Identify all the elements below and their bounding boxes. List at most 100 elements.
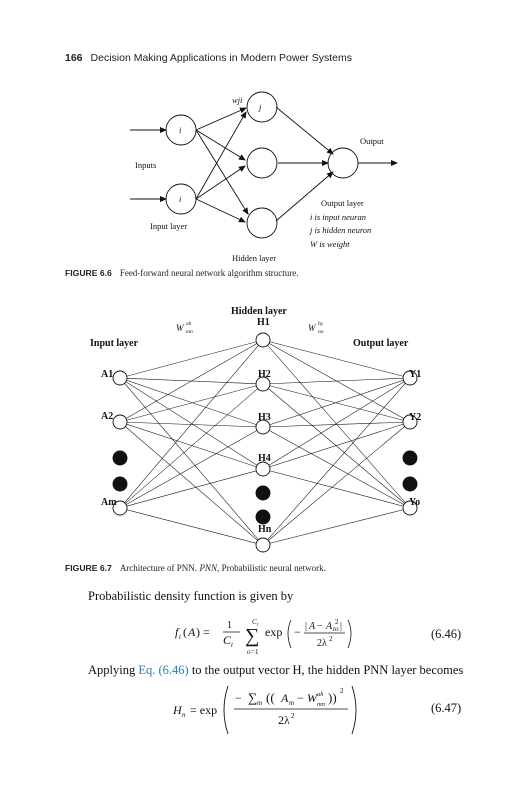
hidden-node — [255, 332, 271, 348]
label-hn: Hn — [258, 524, 272, 535]
connection — [262, 421, 411, 546]
svg-text:1: 1 — [227, 620, 232, 631]
svg-text:o: o — [247, 648, 251, 656]
svg-text:t: t — [231, 641, 234, 649]
svg-text:n: n — [182, 711, 186, 719]
svg-text:=1: =1 — [251, 648, 259, 656]
svg-text:−: − — [235, 691, 242, 705]
ellipsis-dot — [402, 450, 418, 466]
caption-label: FIGURE 6.7 — [65, 563, 112, 573]
caption-label: FIGURE 6.6 — [65, 268, 112, 278]
hidden-neuron — [246, 207, 278, 239]
svg-text:m: m — [257, 699, 262, 707]
caption-abbr: PNN, — [199, 563, 220, 573]
hidden-node — [255, 376, 271, 392]
svg-text:A: A — [280, 691, 289, 705]
connection — [262, 339, 411, 379]
svg-text:t: t — [257, 623, 259, 628]
svg-text:A: A — [325, 621, 333, 632]
connection — [119, 383, 264, 509]
svg-text:|: | — [305, 621, 307, 632]
connection — [262, 377, 411, 385]
hidden-node — [255, 461, 271, 477]
output-node — [402, 414, 418, 430]
hidden-neuron — [246, 147, 278, 179]
connection — [119, 377, 264, 428]
connection — [119, 468, 264, 509]
svg-text:2: 2 — [340, 687, 344, 695]
output-node — [402, 370, 418, 386]
paragraph: Applying Eq. (6.46) to the output vector… — [88, 663, 463, 678]
connection — [262, 383, 411, 423]
label-output: Output — [360, 136, 384, 146]
equation-link[interactable]: Eq. (6.46) — [138, 663, 189, 677]
input-neuron — [165, 114, 197, 146]
connection — [262, 468, 411, 509]
connection — [262, 377, 411, 470]
label-y2: Y2 — [409, 412, 421, 423]
input-node — [112, 500, 128, 516]
label-hidden-layer-pnn: Hidden layer — [231, 306, 287, 317]
svg-text:H: H — [172, 703, 183, 717]
svg-text:f: f — [175, 625, 180, 639]
label-w-right-sub: no — [318, 329, 324, 335]
svg-text:W: W — [307, 691, 318, 705]
caption-text: Architecture of PNN. — [119, 563, 198, 573]
label-input-layer-pnn: Input layer — [90, 338, 139, 349]
svg-text:) =: ) = — [196, 625, 210, 639]
ellipsis-dot — [112, 450, 128, 466]
caption-text-post: Probabilistic neural network. — [221, 563, 326, 573]
connection — [262, 377, 411, 428]
input-node — [112, 370, 128, 386]
connection — [262, 426, 411, 509]
svg-text:−: − — [297, 691, 304, 705]
svg-text:−: − — [294, 625, 301, 639]
label-input-layer: Input layer — [150, 221, 187, 231]
svg-text:ah: ah — [317, 691, 324, 698]
label-output-layer-pnn: Output layer — [353, 338, 409, 349]
svg-text:2λ: 2λ — [278, 713, 290, 727]
output-node — [402, 500, 418, 516]
svg-text:2: 2 — [291, 712, 295, 720]
svg-text:2: 2 — [329, 635, 333, 643]
label-w-right-sup: hy — [318, 321, 324, 327]
svg-text:C: C — [223, 633, 232, 647]
paragraph: Probabilistic density function is given … — [88, 589, 294, 603]
paragraph-text: Applying — [88, 663, 136, 677]
label-inputs: Inputs — [135, 160, 156, 170]
label-h4: H4 — [258, 453, 271, 464]
svg-text:t: t — [179, 633, 182, 641]
svg-text:∑: ∑ — [245, 625, 259, 647]
svg-text:= exp: = exp — [190, 703, 217, 717]
connection — [262, 383, 411, 509]
svg-text:((: (( — [266, 690, 275, 705]
legend-i: i is input neuran — [310, 212, 366, 222]
svg-text:exp: exp — [265, 625, 282, 639]
svg-text:2: 2 — [335, 618, 339, 626]
connection — [119, 339, 264, 423]
label-w-right: W — [308, 323, 317, 333]
legend-w: W is weight — [310, 239, 350, 249]
label-h1: H1 — [257, 317, 270, 328]
hidden-neuron — [246, 91, 278, 123]
output-neuron — [327, 147, 359, 179]
connection — [119, 339, 264, 509]
input-node — [112, 414, 128, 430]
label-w-left: W — [176, 323, 185, 333]
label-wji: wji — [232, 95, 243, 105]
hidden-node — [255, 419, 271, 435]
svg-text:A: A — [308, 621, 316, 632]
ellipsis-dot — [255, 485, 271, 501]
connection — [262, 507, 411, 546]
ellipsis-dot — [402, 476, 418, 492]
label-w-left-sub: mn — [186, 329, 193, 335]
svg-text:∑: ∑ — [248, 690, 257, 705]
label-h3: H3 — [258, 412, 271, 423]
svg-text:)): )) — [328, 690, 337, 705]
